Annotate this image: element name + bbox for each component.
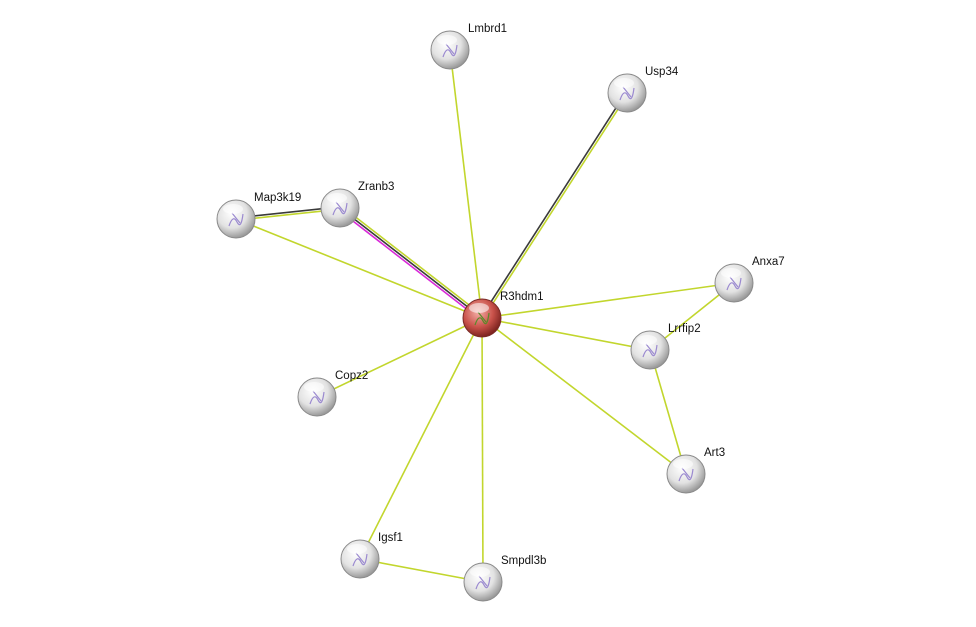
node-highlight: [614, 78, 634, 88]
edges: [235, 49, 735, 583]
edge-line-experiments: [338, 209, 482, 321]
node-highlight: [223, 204, 243, 214]
node-label: Map3k19: [254, 192, 301, 204]
nodes: R3hdm1 Lmbrd1Usp34Zranb3Map3k19Anxa7Lrrfi…: [216, 23, 785, 602]
edge-r3hdm1-copz2[interactable]: [316, 317, 483, 398]
edge-r3hdm1-map3k19[interactable]: [235, 218, 483, 319]
edge-line-textmining: [359, 317, 483, 560]
edge-line-textmining: [481, 317, 484, 583]
node-highlight: [347, 544, 367, 554]
protein-structure-icon: [619, 86, 635, 101]
edge-line-coexpression: [339, 207, 483, 319]
node-label: Art3: [704, 447, 725, 459]
node-label: Smpdl3b: [501, 555, 546, 567]
edge-r3hdm1-lrrfip2[interactable]: [481, 317, 651, 351]
node-r3hdm1[interactable]: R3hdm1: [462, 291, 543, 338]
edge-r3hdm1-igsf1[interactable]: [359, 317, 483, 560]
node-label: Usp34: [645, 66, 679, 78]
protein-structure-icon: [474, 311, 490, 326]
node-highlight: [470, 567, 490, 577]
edge-r3hdm1-anxa7[interactable]: [481, 282, 735, 319]
protein-structure-icon: [726, 276, 742, 291]
edge-r3hdm1-zranb3[interactable]: [338, 205, 484, 321]
node-highlight: [304, 382, 324, 392]
edge-line-textmining: [649, 349, 687, 475]
edge-r3hdm1-art3[interactable]: [481, 317, 687, 475]
node-label: Lrrfip2: [668, 323, 701, 335]
node-highlight: [637, 335, 657, 345]
edge-line-textmining: [449, 49, 483, 319]
node-label: R3hdm1: [500, 291, 543, 303]
edge-line-coexpression: [480, 91, 627, 318]
protein-structure-icon: [309, 390, 325, 405]
protein-structure-icon: [678, 467, 694, 482]
node-highlight: [721, 268, 741, 278]
protein-structure-icon: [475, 575, 491, 590]
edge-line-textmining: [481, 317, 687, 475]
node-anxa7[interactable]: Anxa7: [714, 256, 785, 303]
edge-line-textmining: [482, 93, 629, 320]
edge-igsf1-smpdl3b[interactable]: [359, 558, 484, 583]
protein-structure-icon: [332, 201, 348, 216]
protein-structure-icon: [642, 343, 658, 358]
node-smpdl3b[interactable]: Smpdl3b: [463, 555, 546, 602]
node-label: Igsf1: [378, 532, 403, 544]
edge-line-textmining: [481, 282, 735, 319]
protein-structure-icon: [442, 43, 458, 58]
node-highlight: [327, 193, 347, 203]
node-igsf1[interactable]: Igsf1: [340, 532, 403, 579]
node-highlight: [437, 35, 457, 45]
edge-line-textmining: [235, 218, 483, 319]
protein-structure-icon: [228, 212, 244, 227]
node-label: Zranb3: [358, 181, 394, 193]
edge-line-textmining: [316, 317, 483, 398]
protein-structure-icon: [352, 552, 368, 567]
node-lmbrd1[interactable]: Lmbrd1: [430, 23, 507, 70]
node-highlight: [469, 303, 489, 313]
node-usp34[interactable]: Usp34: [607, 66, 679, 113]
node-label: Lmbrd1: [468, 23, 507, 35]
edge-r3hdm1-usp34[interactable]: [480, 91, 629, 320]
node-art3[interactable]: Art3: [666, 447, 725, 494]
edge-r3hdm1-smpdl3b[interactable]: [481, 317, 484, 583]
node-map3k19[interactable]: Map3k19: [216, 192, 301, 239]
edge-lrrfip2-art3[interactable]: [649, 349, 687, 475]
node-label: Copz2: [335, 370, 368, 382]
edge-line-textmining: [359, 558, 484, 583]
node-lrrfip2[interactable]: Lrrfip2: [630, 323, 701, 370]
node-highlight: [673, 459, 693, 469]
edge-line-textmining: [481, 317, 651, 351]
node-zranb3[interactable]: Zranb3: [320, 181, 394, 228]
edge-r3hdm1-lmbrd1[interactable]: [449, 49, 483, 319]
node-label: Anxa7: [752, 256, 785, 268]
edge-line-textmining: [340, 205, 484, 317]
node-copz2[interactable]: Copz2: [297, 370, 368, 417]
